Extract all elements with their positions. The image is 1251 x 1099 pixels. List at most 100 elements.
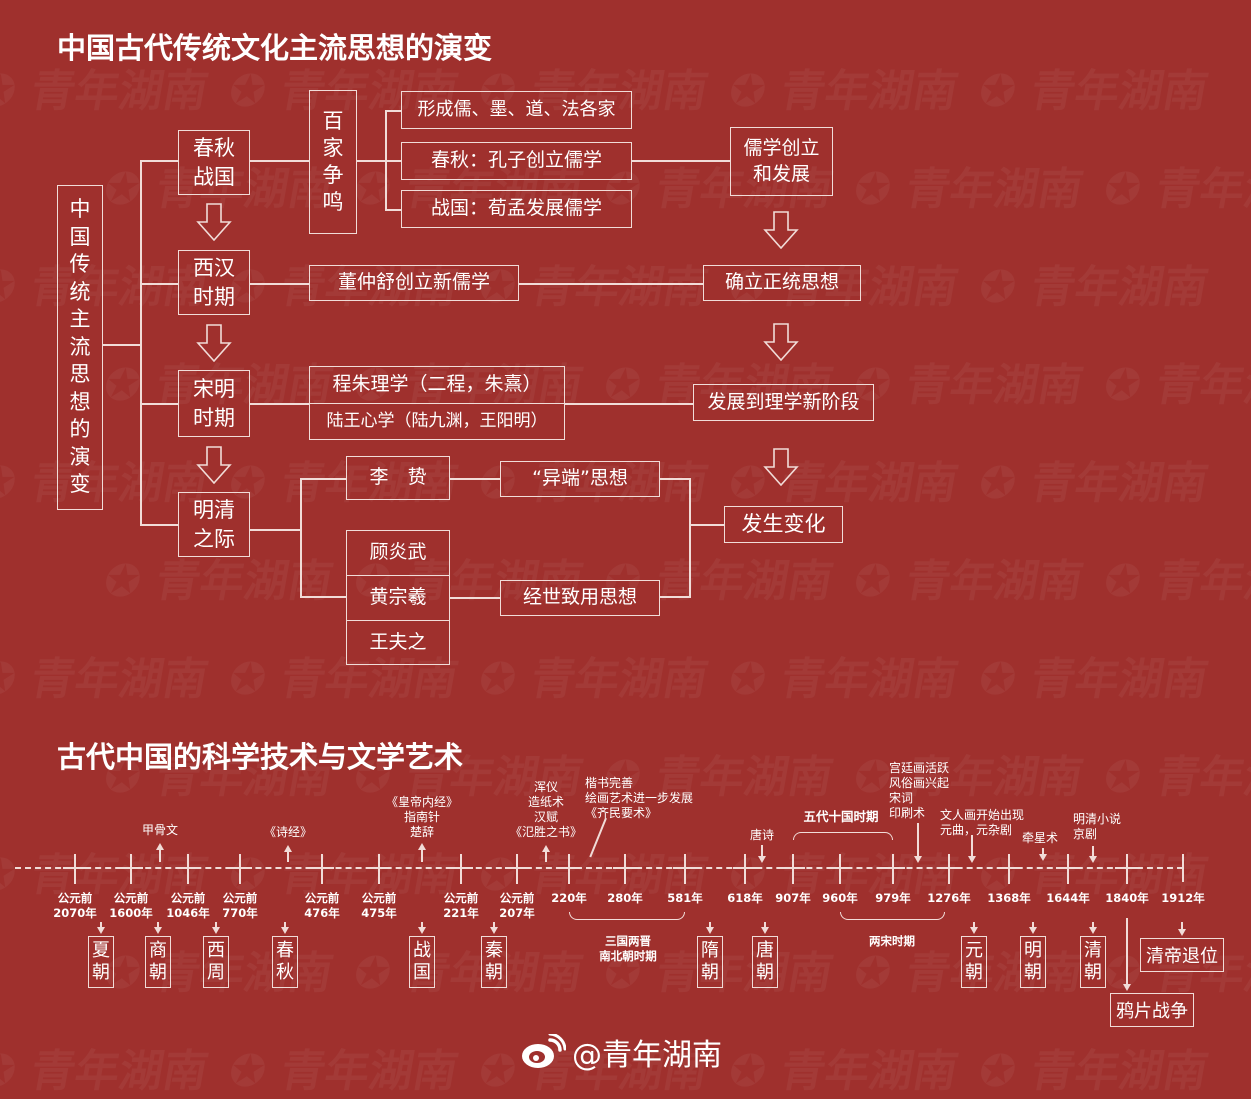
period-label: 明清之际 [193,498,235,551]
change-label: 发生变化 [741,512,826,537]
zhengtong-box: 确立正统思想 [703,265,861,301]
timeline-tick [792,854,794,884]
timeline-tick [460,854,462,884]
timeline-tick [63,867,87,869]
watermark: ✪ 青年湖南 [224,850,462,901]
connector [632,160,730,162]
timeline-tick [1182,854,1184,882]
achievement-label: 牵星术 [1021,831,1059,845]
dynasty-box: 秦朝 [481,936,507,988]
tick-label: 1276年 [927,891,971,905]
dynasty-box: 明朝 [1020,936,1046,988]
arrowhead-icon [490,927,498,934]
jingshi-label: 经世致用思想 [522,586,637,609]
period-chunqiu-zhanguo: 春秋战国 [178,130,250,195]
arrow-up-icon [159,849,161,862]
connector [140,160,142,526]
timeline-tick [948,854,950,884]
achievement-label: 《诗经》 [263,825,313,839]
timeline-tick [744,854,746,884]
ru-result-box: 儒学创立和发展 [730,127,833,196]
dynasty-label: 隋朝 [701,940,719,983]
section1-title: 中国古代传统文化主流思想的演变 [57,31,493,65]
watermark: ✪ 青年湖南 [849,164,1087,215]
timeline-tick [781,867,805,869]
period-songming: 宋明时期 [178,370,250,437]
timeline-tick [449,867,473,869]
dynasty-label: 西周 [207,940,225,983]
dynasty-box: 元朝 [961,936,987,988]
dynasty-box: 清朝 [1080,936,1106,988]
connector [385,110,401,112]
timeline-tick [74,854,76,884]
lizhi-box: 李 贽 [346,456,450,500]
arrowhead-icon [914,856,922,863]
timeline-tick [187,854,189,884]
connector [140,403,178,405]
tick-label: 960年 [822,891,858,905]
timeline-tick [176,867,200,869]
dong-box: 董仲舒创立新儒学 [309,265,519,301]
arrow-down-icon [761,845,763,857]
brace [840,912,945,920]
qing-end-box: 清帝退位 [1140,938,1224,972]
timeline-tick [378,854,380,884]
watermark: ✪ 青年湖南 [0,1046,212,1097]
timeline-tick [997,867,1021,869]
dynasty-label: 元朝 [965,940,983,983]
baijia-item: 形成儒、墨、道、法各家 [401,91,632,129]
period-label: 西汉时期 [193,256,235,309]
timeline-axis [15,867,1183,869]
watermark: ✪ 青年湖南 [974,458,1212,509]
achievement-label: 唐诗 [749,828,775,842]
watermark: ✪ 青年湖南 [724,654,962,705]
tick-label: 公元前 475年 [361,891,397,920]
watermark: ✪ 青年湖南 [849,556,1087,607]
connector [250,403,309,405]
timeline-tick [839,854,841,884]
timeline-tick [892,854,894,884]
watermark: ✪ 青年湖南 [724,66,962,117]
connector [450,597,500,599]
tick-label: 979年 [875,891,911,905]
period-label: 两宋时期 [869,934,915,948]
down-arrow-icon [763,448,799,486]
connector [357,160,385,162]
arrow-down-icon [764,922,766,928]
tick-label: 1644年 [1046,891,1090,905]
footer-handle: @青年湖南 [572,1038,722,1073]
watermark: ✪ 青年湖南 [974,66,1212,117]
tick-label: 907年 [775,891,811,905]
timeline-tick [1115,867,1139,869]
arrow-down-icon [1042,848,1044,855]
arrowhead-icon [1089,856,1097,863]
timeline-tick [516,854,518,884]
down-arrow-icon [196,203,232,241]
footer: @青年湖南 [520,1030,722,1074]
dynasty-label: 商朝 [149,940,167,983]
period-label: 五代十国时期 [803,809,879,824]
arrowhead-icon [542,845,550,852]
thinker-label: 黄宗羲 [369,586,427,609]
achievement-label: 楷书完善 绘画艺术进一步发展 《齐民要术》 [585,776,694,820]
connector [103,344,140,346]
thinker-box: 王夫之 [346,620,450,665]
arrow-down-icon [1181,922,1183,930]
arrow-down-icon [1092,922,1094,928]
tick-label: 公元前 2070年 [53,891,97,920]
connector [300,478,302,598]
arrow-down-icon [709,922,711,928]
tick-label: 1368年 [987,891,1031,905]
watermark: ✪ 青年湖南 [974,262,1212,313]
watermark: ✪ 青年湖南 [0,654,212,705]
arrowhead-icon [418,843,426,850]
achievement-label: 《皇帝内经》 指南针 楚辞 [385,795,459,839]
baijia-item-label: 战国：荀孟发展儒学 [430,197,602,220]
opium-war-box: 鸦片战争 [1110,993,1194,1027]
watermark: ✪ 青年湖南 [224,1046,462,1097]
arrowhead-icon [212,927,220,934]
dynasty-label: 夏朝 [92,940,110,983]
chengzhu-label: 程朱理学（二程，朱熹） [332,373,542,396]
arrow-up-icon [421,849,423,862]
ru-result-label: 儒学创立和发展 [743,136,820,185]
